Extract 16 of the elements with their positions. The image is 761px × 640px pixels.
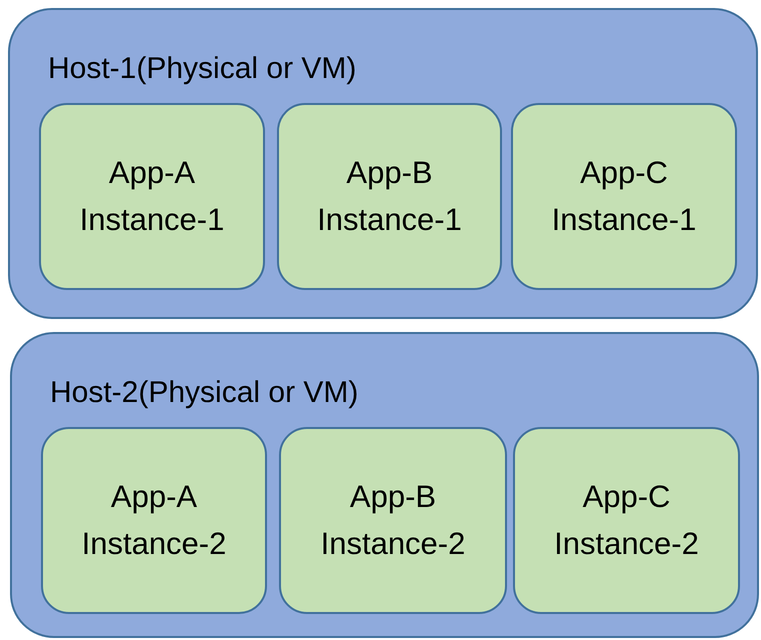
instance-box — [279, 427, 507, 614]
instance-label: App-C Instance-2 — [553, 478, 700, 562]
instance-box — [511, 103, 737, 290]
instance-label: App-A Instance-1 — [78, 154, 226, 238]
instance-label: App-A Instance-2 — [80, 478, 228, 562]
instance-box — [39, 103, 265, 290]
host-container — [8, 8, 758, 319]
instance-label: App-B Instance-2 — [320, 478, 466, 562]
instance-box — [277, 103, 502, 290]
host-container — [10, 332, 759, 638]
instance-label: App-B Instance-1 — [316, 154, 463, 238]
host-title: Host-1(Physical or VM) — [48, 52, 356, 86]
instance-box — [513, 427, 740, 614]
host-title: Host-2(Physical or VM) — [50, 376, 358, 410]
instance-box — [41, 427, 267, 614]
instance-label: App-C Instance-1 — [550, 154, 698, 238]
